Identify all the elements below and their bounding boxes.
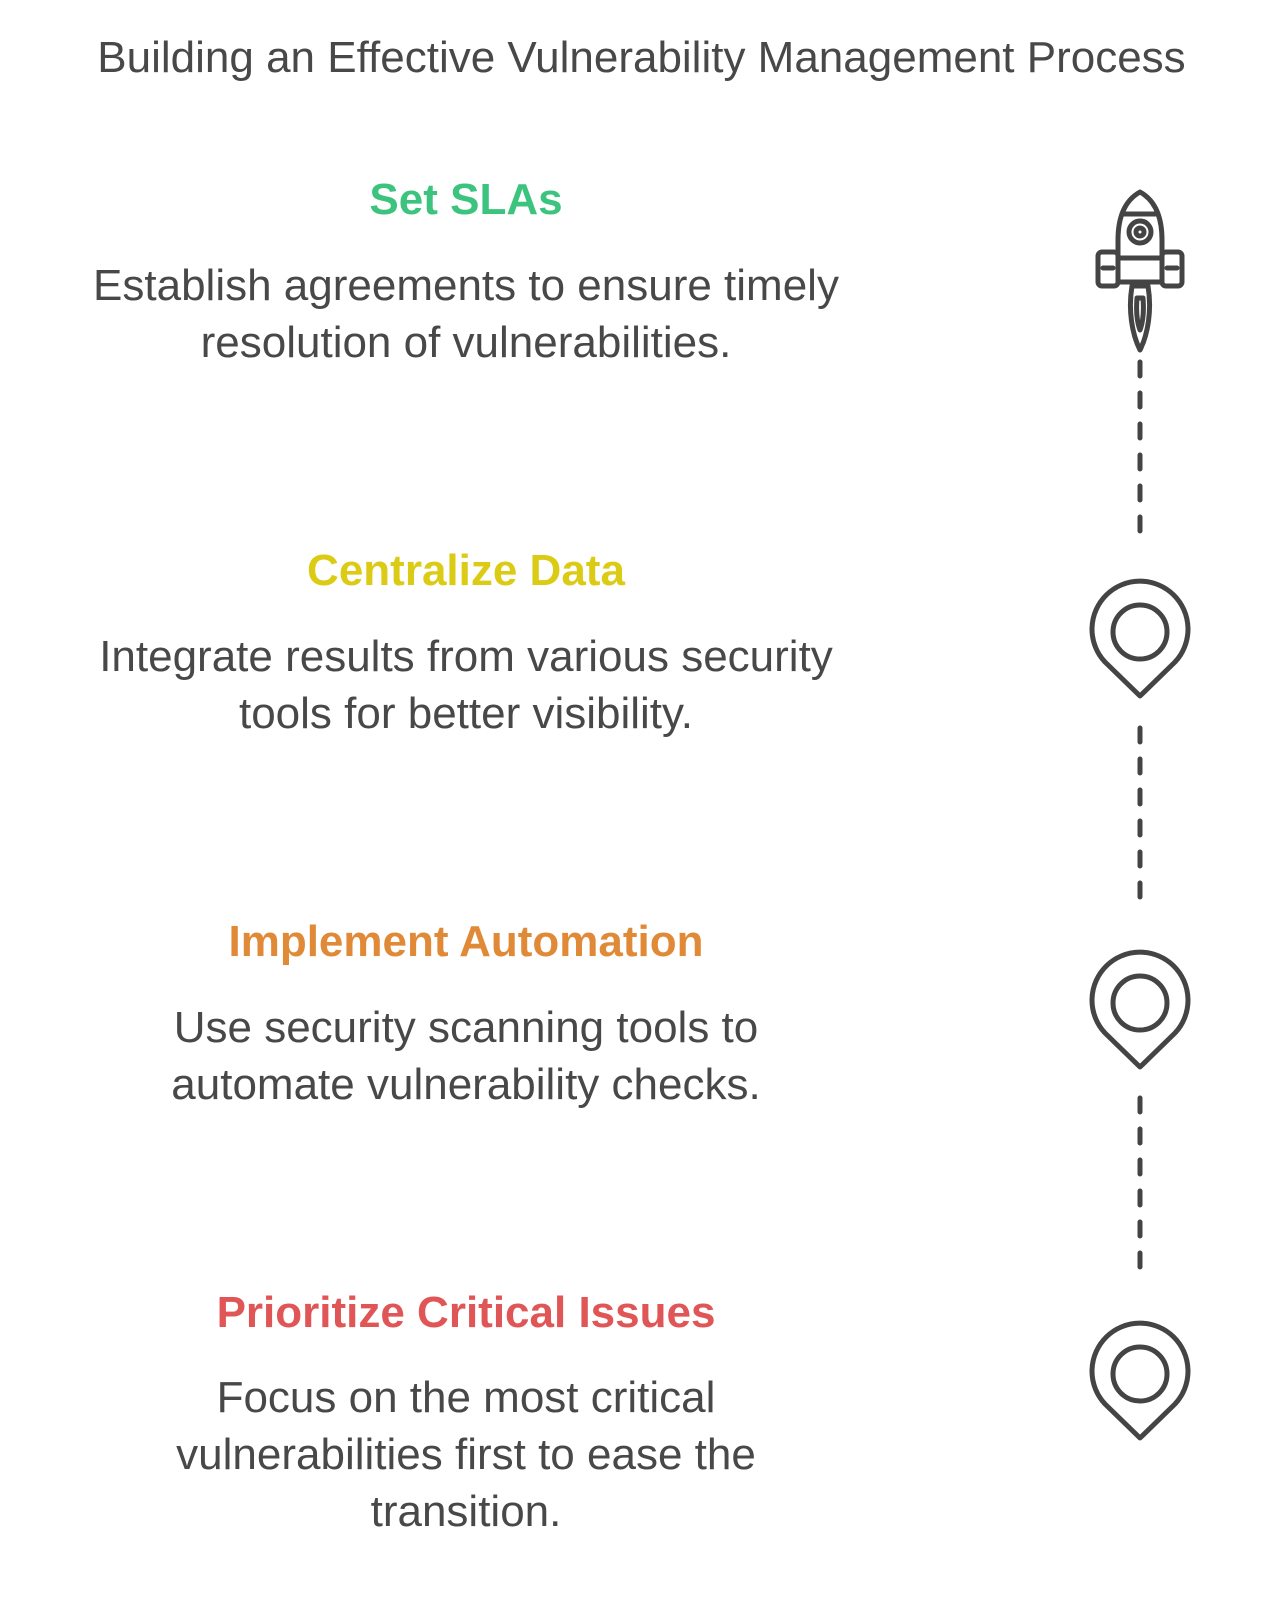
description-line: transition. [370,1487,562,1536]
location-pin-icon [1089,1320,1191,1441]
step-title-centralize-data: Centralize Data [307,546,625,595]
step-description-implement-automation: Use security scanning tools to automate … [16,999,916,1113]
description-line: Use security scanning tools to [173,1003,759,1052]
step-title-prioritize-critical-issues: Prioritize Critical Issues [216,1288,716,1337]
step-title-set-slas: Set SLAs [369,175,563,224]
description-line: tools for better visibility. [238,689,693,738]
step-description-prioritize-critical-issues: Focus on the most critical vulnerabiliti… [16,1369,916,1540]
step-description-centralize-data: Integrate results from various security … [16,628,916,742]
rocket-icon [1095,189,1185,353]
description-line: Establish agreements to ensure timely [93,261,839,310]
step-description-set-slas: Establish agreements to ensure timely re… [16,257,916,371]
step-title-implement-automation: Implement Automation [228,917,704,966]
description-line: Focus on the most critical [216,1373,716,1422]
description-line: vulnerabilities first to ease the [176,1430,756,1479]
diagram-title: Building an Effective Vulnerability Mana… [97,33,1186,82]
description-line: Integrate results from various security [99,632,833,681]
location-pin-icon [1089,949,1191,1070]
description-line: resolution of vulnerabilities. [200,318,732,367]
location-pin-icon [1089,578,1191,699]
description-line: automate vulnerability checks. [171,1060,761,1109]
